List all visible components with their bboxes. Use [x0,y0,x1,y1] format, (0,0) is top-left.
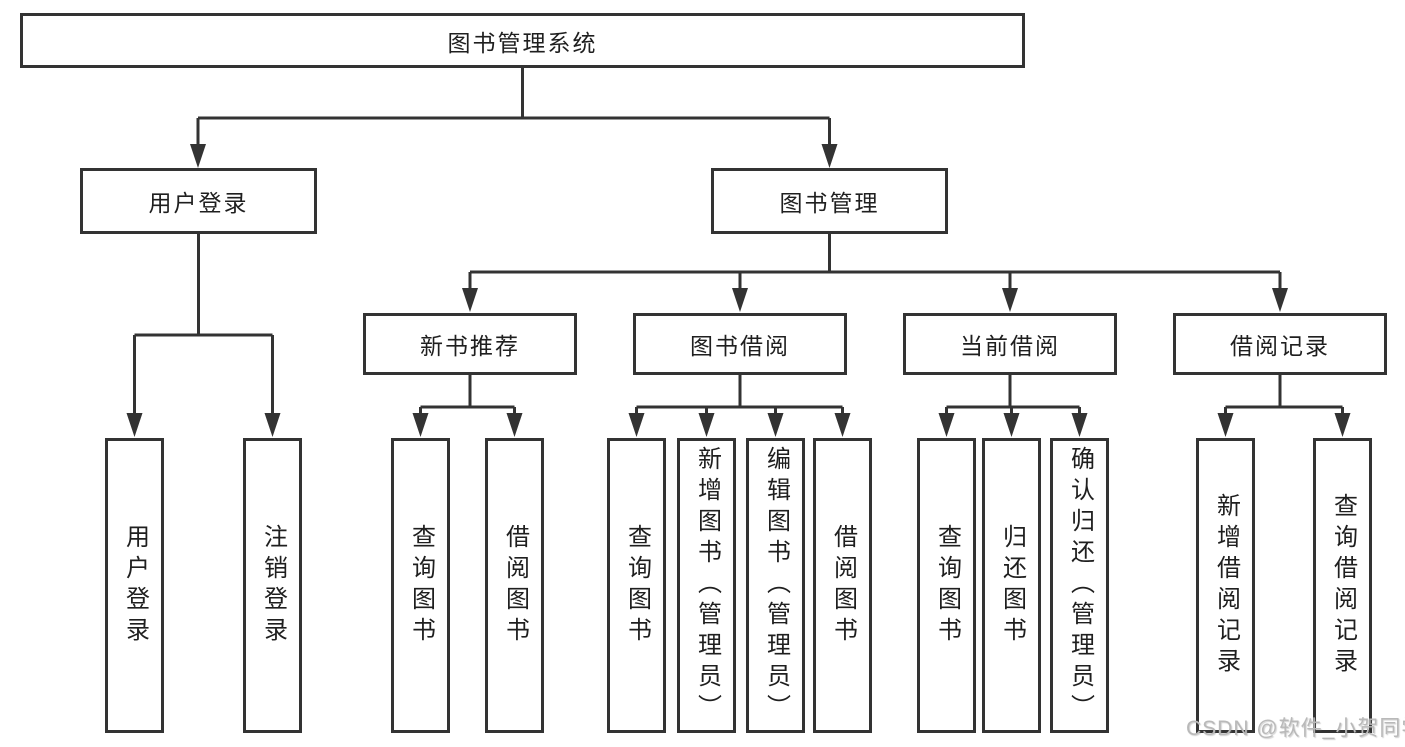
arrowhead [1272,288,1288,312]
connector-new-book-recommend-branch [412,375,523,437]
arrowhead [264,413,281,437]
node-borrow-records-label: 借阅记录 [1230,333,1330,359]
node-logout: 注销登录 [243,438,302,733]
arrowhead [698,413,715,437]
node-return-books: 归还图书 [982,438,1041,733]
arrowhead [1003,413,1020,437]
arrowhead [821,144,838,168]
node-query-borrow-record: 查询借阅记录 [1313,438,1372,733]
node-book-management-label: 图书管理 [779,190,880,216]
connector-root-to-level2 [190,68,838,168]
arrowhead [412,413,429,437]
node-add-borrow-record: 新增借阅记录 [1196,438,1255,733]
arrowhead [126,413,143,437]
node-book-borrow-label: 图书借阅 [690,333,790,359]
node-query-books-borrow: 查询图书 [607,438,666,733]
node-new-book-recommend-label: 新书推荐 [420,333,520,359]
watermark: CSDN @软件_小贺同学 [1186,717,1405,740]
node-current-borrow-label: 当前借阅 [960,333,1060,359]
node-user-login-leaf: 用户登录 [105,438,164,733]
connector-book-borrow-branch [628,375,851,437]
connector-book-management-branch [462,234,1288,312]
node-edit-books-admin: 编辑图书（管理员） [746,438,805,733]
arrowhead [462,288,478,312]
node-book-management: 图书管理 [711,168,948,234]
connector-borrow-records-branch [1217,375,1351,437]
arrowhead [1217,413,1234,437]
node-book-borrow: 图书借阅 [633,313,847,375]
arrowhead [1334,413,1351,437]
node-root-label: 图书管理系统 [447,29,598,56]
arrowhead [1002,288,1018,312]
arrowhead [834,413,851,437]
arrowhead [628,413,645,437]
connector-user-login-branch [126,234,281,437]
node-borrow-records: 借阅记录 [1173,313,1387,375]
connector-current-borrow-branch [938,375,1088,437]
node-root: 图书管理系统 [20,13,1025,68]
arrowhead [938,413,955,437]
node-confirm-return-admin: 确认归还（管理员） [1050,438,1109,733]
node-query-books-current: 查询图书 [917,438,976,733]
node-user-login: 用户登录 [80,168,317,234]
arrowhead [1071,413,1088,437]
arrowhead [506,413,523,437]
node-user-login-label: 用户登录 [148,190,249,216]
node-new-book-recommend: 新书推荐 [363,313,577,375]
node-add-books-admin: 新增图书（管理员） [677,438,736,733]
node-borrow-books-recommend: 借阅图书 [485,438,544,733]
arrowhead [767,413,784,437]
node-query-books-recommend: 查询图书 [391,438,450,733]
arrowhead [732,288,748,312]
arrowhead [190,144,206,168]
node-current-borrow: 当前借阅 [903,313,1117,375]
node-borrow-books-borrow: 借阅图书 [813,438,872,733]
